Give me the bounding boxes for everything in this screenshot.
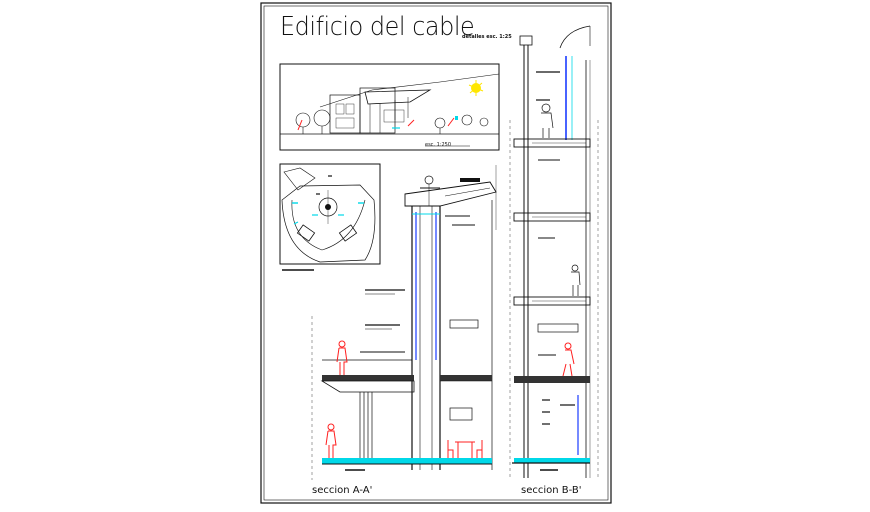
person-figure bbox=[571, 264, 581, 296]
sheet-frame-inner bbox=[263, 5, 609, 501]
section-a-a bbox=[311, 165, 497, 480]
section-b-label: seccion B-B' bbox=[521, 485, 582, 496]
section-b-b bbox=[509, 25, 599, 478]
elevation-scale-label: esc. 1:250 bbox=[425, 142, 452, 148]
drawing-title: Edificio del cable bbox=[280, 12, 475, 42]
scale-note: detalles esc. 1:25 bbox=[462, 34, 512, 40]
sheet-frame-outer bbox=[260, 2, 612, 504]
site-elevation bbox=[279, 63, 500, 151]
table-chairs bbox=[447, 440, 483, 458]
person-figure bbox=[336, 340, 348, 375]
person-figure bbox=[562, 342, 575, 377]
section-a-label: seccion A-A' bbox=[312, 485, 373, 496]
site-plan bbox=[279, 163, 381, 271]
person-figure bbox=[541, 103, 554, 138]
person-figure bbox=[325, 423, 337, 458]
